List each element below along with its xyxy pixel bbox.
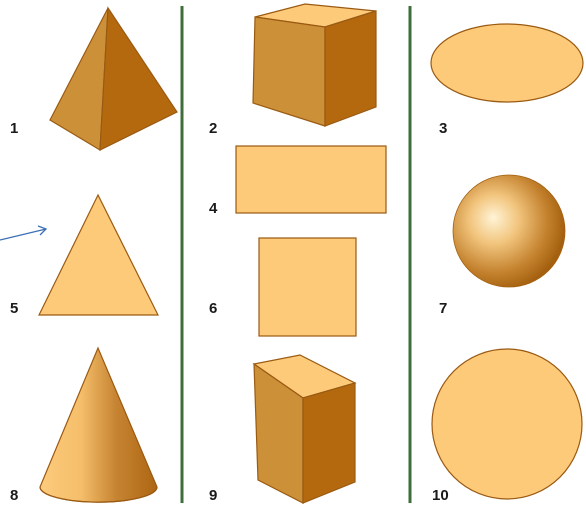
cuboid-shape <box>252 354 357 504</box>
cone-shape <box>39 346 158 503</box>
square-shape <box>258 237 357 337</box>
circle-shape <box>431 348 583 500</box>
triangle-shape <box>38 193 159 316</box>
pyramid-shape <box>49 6 178 152</box>
label-sphere: 7 <box>439 300 447 317</box>
label-square: 6 <box>209 300 217 317</box>
label-cuboid: 9 <box>209 487 217 504</box>
label-cone: 8 <box>10 487 18 504</box>
label-pyramid: 1 <box>10 120 18 137</box>
label-triangle: 5 <box>10 300 18 317</box>
cube-shape <box>252 3 377 127</box>
label-cube: 2 <box>209 120 217 137</box>
rectangle-shape <box>235 145 387 214</box>
label-circle: 10 <box>432 487 449 504</box>
arrow-icon <box>0 225 48 241</box>
ellipse-shape <box>430 23 584 103</box>
label-rectangle: 4 <box>209 200 218 217</box>
sphere-shape <box>452 174 566 288</box>
label-ellipse: 3 <box>439 120 447 137</box>
